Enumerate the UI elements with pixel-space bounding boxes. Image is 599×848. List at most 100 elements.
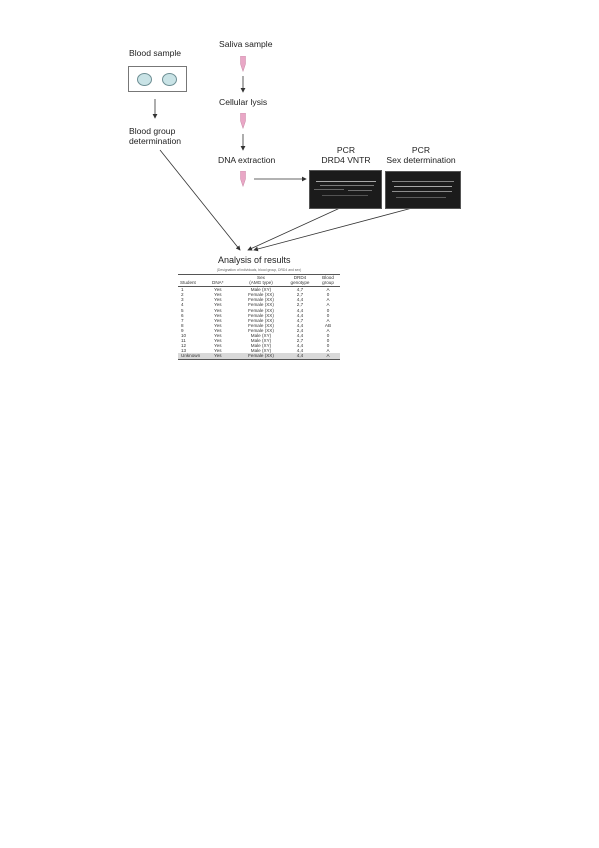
cell-sex: Female (XX)	[248, 302, 274, 308]
microcentrifuge-tube-icon	[240, 171, 246, 187]
cellular-lysis-label: Cellular lysis	[219, 97, 268, 107]
cell-dna: Yes	[212, 353, 238, 360]
cell-drd4: 4,4	[296, 307, 304, 313]
cell-sex: Male (XY)	[250, 333, 272, 339]
dna-extraction-label: DNA extraction	[218, 155, 276, 165]
cell-dna: Yes	[214, 317, 222, 323]
cell-student: Unknown	[178, 353, 212, 360]
table-row: 1 Yes Male (XY) 4,7 A	[178, 287, 340, 293]
cell-blood: A	[326, 297, 330, 303]
cell-blood: 0	[326, 333, 330, 339]
arrow-sex-to-analysis	[253, 206, 417, 252]
pcr-drd4-title: PCR DRD4 VNTR	[321, 145, 371, 165]
col-header-sex-line2: (AMG type)	[238, 280, 284, 288]
cell-blood: A	[326, 302, 330, 308]
pcr-sex-title: PCR Sex determination	[386, 145, 456, 165]
cell-drd4: 2,7	[296, 338, 304, 344]
cell-dna: Yes	[214, 307, 222, 313]
table-caption: (Designation of individuals, blood group…	[216, 268, 302, 272]
cell-blood: A	[316, 353, 340, 360]
cell-drd4: 2,7	[296, 302, 304, 308]
cell-drd4: 2,4	[296, 327, 304, 333]
cell-drd4: 4,4	[296, 312, 304, 318]
cell-dna: Yes	[214, 322, 222, 328]
cell-dna: Yes	[214, 292, 222, 298]
cell-student: 1	[181, 287, 184, 293]
blood-well	[162, 73, 177, 86]
table-row: 4 Yes Female (XX) 2,7 A	[178, 302, 340, 307]
cell-student: 4	[181, 302, 184, 308]
cell-blood: 0	[326, 338, 330, 344]
cell-drd4: 4,4	[296, 343, 304, 349]
cell-student: 8	[181, 322, 184, 328]
blood-sample-label: Blood sample	[129, 48, 182, 58]
cell-student: 6	[181, 312, 184, 318]
col-header-sex-line1: Sex	[238, 274, 284, 281]
col-header-blood-line1: Blood	[316, 274, 340, 281]
cell-student: 11	[181, 338, 186, 344]
cell-blood: A	[326, 348, 330, 354]
col-header-dna: DNA*	[212, 280, 238, 288]
cell-drd4: 4,4	[284, 353, 316, 360]
cell-dna: Yes	[214, 297, 222, 303]
col-header-spacer	[212, 274, 238, 281]
cell-sex: Female (XX)	[248, 297, 274, 303]
table-row: 3 Yes Female (XX) 4,4 A	[178, 297, 340, 302]
arrow-bloodgroup-to-analysis	[159, 149, 241, 251]
results-table-container: (Designation of individuals, blood group…	[178, 268, 340, 360]
cell-drd4: 4,4	[296, 297, 304, 303]
table-row: 10 Yes Male (XY) 4,4 0	[178, 333, 340, 338]
cell-sex: Male (XY)	[250, 338, 272, 344]
table-row: 6 Yes Female (XX) 4,4 0	[178, 313, 340, 318]
col-header-student: Student	[178, 280, 212, 288]
cell-sex: Female (XX)	[238, 353, 284, 360]
cell-sex: Female (XX)	[248, 307, 274, 313]
cell-dna: Yes	[214, 312, 222, 318]
cell-sex: Female (XX)	[248, 322, 274, 328]
cell-blood: 0	[326, 292, 330, 298]
cell-dna: Yes	[214, 338, 222, 344]
col-header-drd4-line2: genotype	[284, 280, 316, 288]
saliva-sample-label: Saliva sample	[219, 39, 273, 49]
cell-blood: 0	[326, 307, 330, 313]
cell-student: 10	[181, 333, 187, 339]
cell-blood: AB	[324, 322, 332, 328]
blood-well	[137, 73, 152, 86]
cell-dna: Yes	[214, 333, 222, 339]
cell-student: 3	[181, 297, 184, 303]
sex-determination-gel-image	[385, 171, 461, 209]
results-table: Sex DRD4 Blood Student DNA* (AMG type) g…	[178, 274, 340, 360]
cell-drd4: 4,7	[296, 317, 304, 323]
cell-sex: Female (XX)	[248, 317, 274, 323]
blood-sample-plate-icon	[128, 66, 187, 92]
cell-student: 13	[181, 348, 187, 354]
cell-sex: Female (XX)	[248, 312, 274, 318]
cell-sex: Female (XX)	[248, 292, 274, 298]
cell-sex: Male (XY)	[250, 287, 272, 293]
cell-blood: A	[326, 317, 330, 323]
blood-group-step-label: Blood group determination	[129, 126, 182, 146]
cell-student: 12	[181, 343, 187, 349]
cell-drd4: 4,7	[296, 287, 304, 293]
cell-dna: Yes	[214, 343, 222, 349]
arrow-drd4-to-analysis	[247, 207, 341, 251]
cell-blood: A	[326, 287, 330, 293]
cell-student: 9	[181, 327, 184, 333]
microcentrifuge-tube-icon	[240, 56, 246, 72]
cell-blood: 0	[326, 343, 330, 349]
cell-dna: Yes	[214, 287, 222, 293]
cell-dna: Yes	[214, 302, 222, 308]
cell-blood: 0	[326, 312, 330, 318]
cell-drd4: 4,4	[296, 333, 304, 339]
table-row: 11 Yes Male (XY) 2,7 0	[178, 338, 340, 343]
analysis-title: Analysis of results	[218, 255, 291, 265]
